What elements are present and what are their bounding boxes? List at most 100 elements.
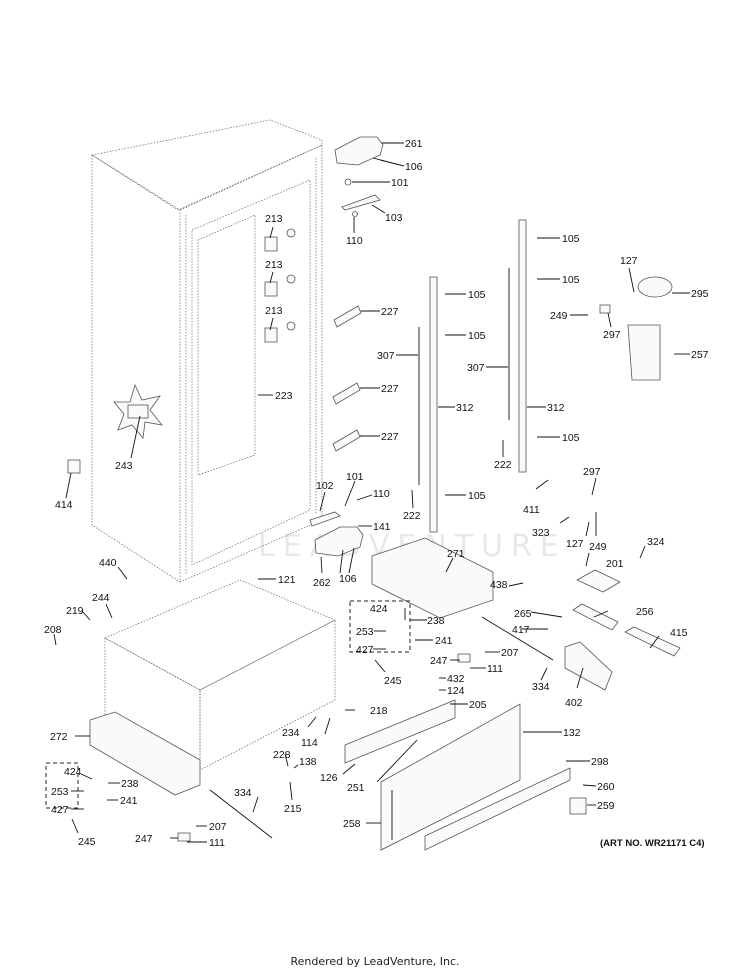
callout-121[interactable]: 121 [278, 574, 296, 586]
callout-297[interactable]: 297 [583, 466, 601, 478]
callout-208[interactable]: 208 [44, 624, 62, 636]
callout-272[interactable]: 272 [50, 731, 68, 743]
callout-415[interactable]: 415 [670, 627, 688, 639]
callout-424[interactable]: 424 [370, 603, 388, 615]
callout-218[interactable]: 218 [370, 705, 388, 717]
callout-312[interactable]: 312 [547, 402, 565, 414]
callout-126[interactable]: 126 [320, 772, 338, 784]
callout-247[interactable]: 247 [135, 833, 153, 845]
callout-241[interactable]: 241 [435, 635, 453, 647]
callout-245[interactable]: 245 [384, 675, 402, 687]
callout-427[interactable]: 427 [51, 804, 69, 816]
callout-207[interactable]: 207 [209, 821, 227, 833]
art-number: (ART NO. WR21171 C4) [600, 838, 705, 849]
callout-324[interactable]: 324 [647, 536, 665, 548]
callout-110[interactable]: 110 [346, 235, 363, 247]
callout-205[interactable]: 205 [469, 699, 487, 711]
callout-414[interactable]: 414 [55, 499, 73, 511]
callout-245[interactable]: 245 [78, 836, 96, 848]
callout-312[interactable]: 312 [456, 402, 474, 414]
callout-102[interactable]: 102 [316, 480, 334, 492]
callout-228[interactable]: 228 [273, 749, 291, 761]
callout-251[interactable]: 251 [347, 782, 365, 794]
callout-215[interactable]: 215 [284, 803, 302, 815]
callout-222[interactable]: 222 [403, 510, 421, 522]
callout-307[interactable]: 307 [467, 362, 485, 374]
callout-265[interactable]: 265 [514, 608, 532, 620]
callout-105[interactable]: 105 [562, 432, 580, 444]
callout-213[interactable]: 213 [265, 259, 283, 271]
callout-106[interactable]: 106 [339, 573, 357, 585]
callout-132[interactable]: 132 [563, 727, 581, 739]
callout-213[interactable]: 213 [265, 305, 283, 317]
callout-238[interactable]: 238 [121, 778, 139, 790]
callout-207[interactable]: 207 [501, 647, 519, 659]
water-filter-415 [624, 626, 681, 657]
callout-244[interactable]: 244 [92, 592, 110, 604]
callout-124[interactable]: 124 [447, 685, 465, 697]
callout-201[interactable]: 201 [606, 558, 624, 570]
callout-227[interactable]: 227 [381, 306, 399, 318]
callout-402[interactable]: 402 [565, 697, 583, 709]
leveling-bracket [177, 832, 191, 842]
callout-103[interactable]: 103 [385, 212, 403, 224]
toe-kick-205 [344, 699, 456, 764]
callout-127[interactable]: 127 [566, 538, 584, 550]
light-lens [286, 321, 296, 331]
callout-247[interactable]: 247 [430, 655, 448, 667]
callout-432[interactable]: 432 [447, 673, 465, 685]
callout-243[interactable]: 243 [115, 460, 133, 472]
callout-227[interactable]: 227 [381, 383, 399, 395]
callout-105[interactable]: 105 [562, 274, 580, 286]
callout-295[interactable]: 295 [691, 288, 709, 300]
callout-297[interactable]: 297 [603, 329, 621, 341]
callout-114[interactable]: 114 [301, 737, 318, 749]
callout-334[interactable]: 334 [532, 681, 550, 693]
callout-249[interactable]: 249 [550, 310, 568, 322]
callout-213[interactable]: 213 [265, 213, 283, 225]
callout-105[interactable]: 105 [468, 490, 486, 502]
refrigerator-cabinet [91, 119, 323, 583]
callout-253[interactable]: 253 [51, 786, 69, 798]
callout-227[interactable]: 227 [381, 431, 399, 443]
callout-127[interactable]: 127 [620, 255, 638, 267]
callout-334[interactable]: 334 [234, 787, 252, 799]
callout-298[interactable]: 298 [591, 756, 609, 768]
callout-105[interactable]: 105 [562, 233, 580, 245]
callout-256[interactable]: 256 [636, 606, 654, 618]
callout-323[interactable]: 323 [532, 527, 550, 539]
callout-234[interactable]: 234 [282, 727, 300, 739]
callout-111[interactable]: 111 [487, 663, 503, 675]
callout-259[interactable]: 259 [597, 800, 615, 812]
callout-261[interactable]: 261 [405, 138, 423, 150]
callout-101[interactable]: 101 [346, 471, 364, 483]
callout-271[interactable]: 271 [447, 548, 465, 560]
callout-222[interactable]: 222 [494, 459, 512, 471]
callout-417[interactable]: 417 [512, 624, 530, 636]
callout-253[interactable]: 253 [356, 626, 374, 638]
shelf-support [264, 236, 278, 252]
callout-440[interactable]: 440 [99, 557, 117, 569]
callout-241[interactable]: 241 [120, 795, 138, 807]
callout-307[interactable]: 307 [377, 350, 395, 362]
callout-223[interactable]: 223 [275, 390, 293, 402]
callout-110[interactable]: 110 [373, 488, 390, 500]
callout-106[interactable]: 106 [405, 161, 423, 173]
callout-262[interactable]: 262 [313, 577, 331, 589]
callout-257[interactable]: 257 [691, 349, 709, 361]
callout-260[interactable]: 260 [597, 781, 615, 793]
callout-249[interactable]: 249 [589, 541, 607, 553]
callout-427[interactable]: 427 [356, 644, 374, 656]
callout-238[interactable]: 238 [427, 615, 445, 627]
callout-138[interactable]: 138 [299, 756, 317, 768]
callout-111[interactable]: 111 [209, 837, 225, 849]
callout-424[interactable]: 424 [64, 766, 82, 778]
callout-411[interactable]: 411 [523, 504, 540, 516]
callout-438[interactable]: 438 [490, 579, 508, 591]
callout-258[interactable]: 258 [343, 818, 361, 830]
callout-101[interactable]: 101 [391, 177, 409, 189]
callout-105[interactable]: 105 [468, 289, 486, 301]
callout-105[interactable]: 105 [468, 330, 486, 342]
callout-141[interactable]: 141 [373, 521, 391, 533]
callout-219[interactable]: 219 [66, 605, 84, 617]
